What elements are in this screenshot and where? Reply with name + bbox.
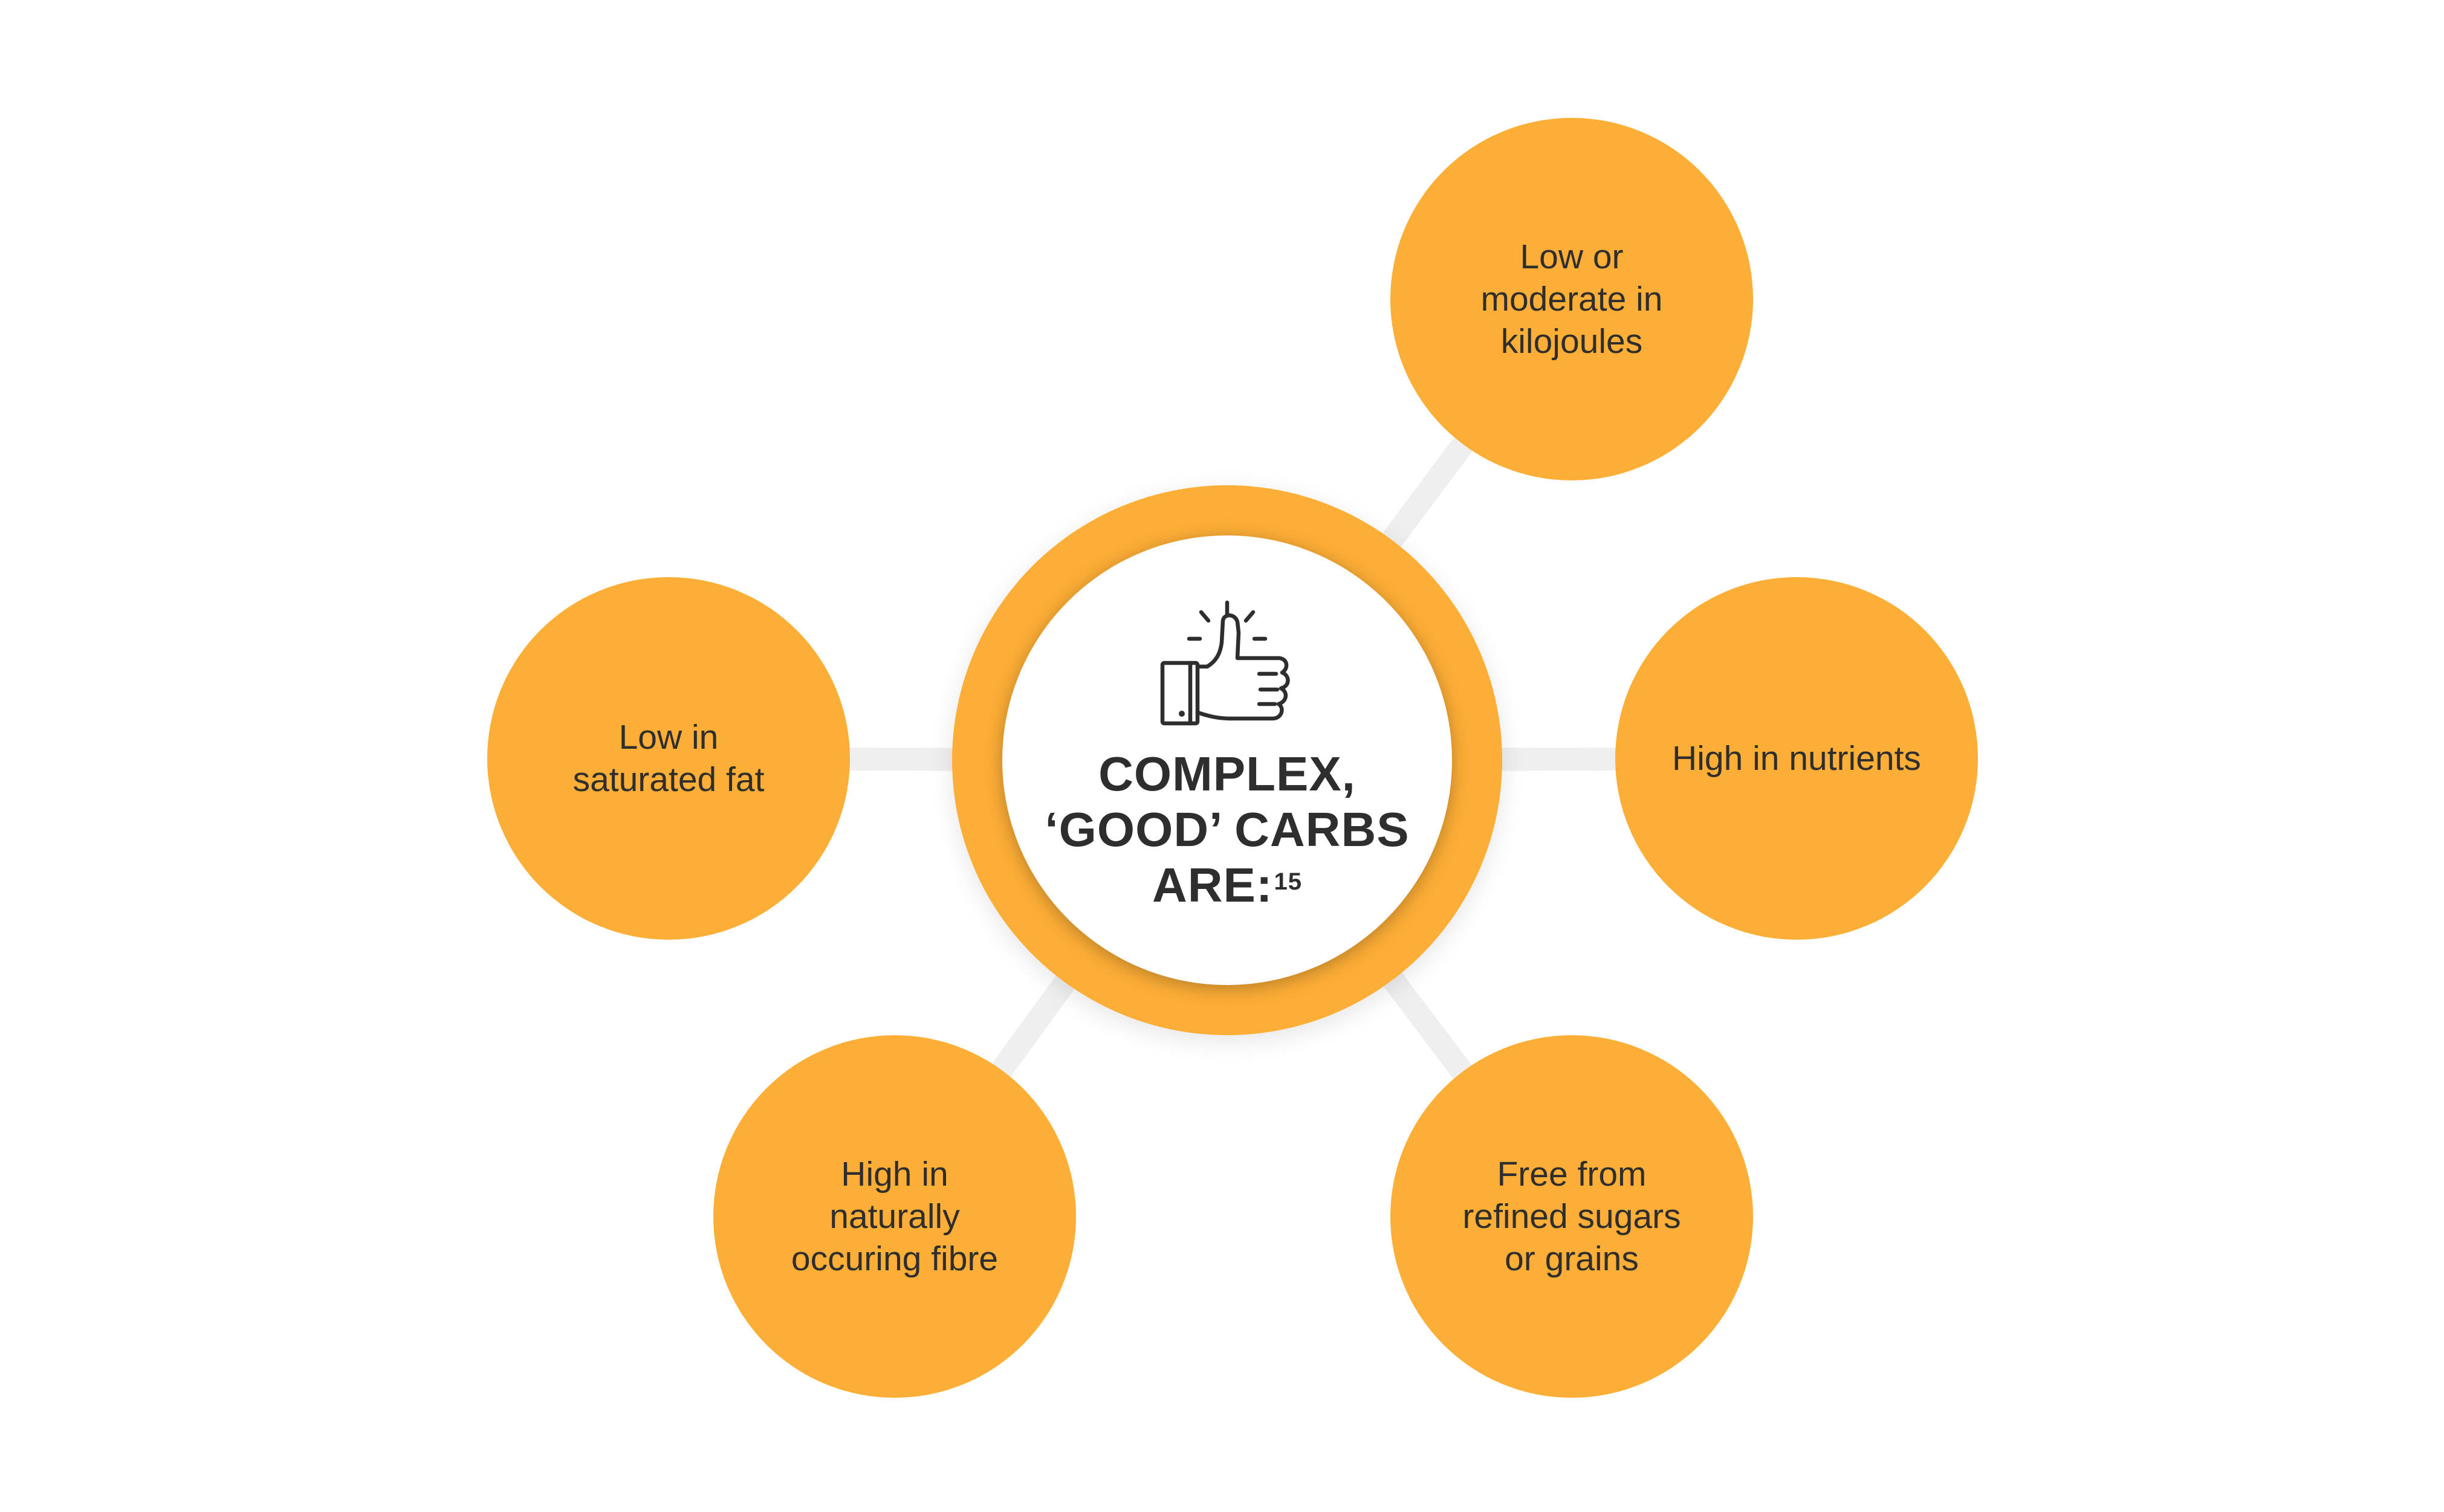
node-fibre-line-1: High in xyxy=(841,1155,948,1194)
node-refined-sugars-label: Free from refined sugars or grains xyxy=(1430,1153,1714,1280)
node-kilojoules-line-1: Low or xyxy=(1520,237,1624,276)
node-fibre-label: High in naturally occuring fibre xyxy=(753,1153,1037,1280)
node-saturated-fat-line-1: Low in xyxy=(618,718,719,757)
hub-title-line-2: ‘GOOD’ CARBS xyxy=(1045,803,1410,856)
node-fibre: High in naturally occuring fibre xyxy=(713,1035,1076,1398)
node-kilojoules-line-3: kilojoules xyxy=(1500,322,1643,361)
node-kilojoules-line-2: moderate in xyxy=(1480,280,1663,318)
node-nutrients-label: High in nutrients xyxy=(1639,737,1954,780)
node-saturated-fat-line-2: saturated fat xyxy=(572,760,765,799)
node-refined-sugars-line-1: Free from xyxy=(1497,1155,1647,1194)
node-kilojoules: Low or moderate in kilojoules xyxy=(1390,118,1753,480)
hub-title-line-1: COMPLEX, xyxy=(1098,747,1356,801)
node-saturated-fat: Low in saturated fat xyxy=(487,577,850,940)
node-nutrients: High in nutrients xyxy=(1615,577,1978,940)
node-refined-sugars-line-2: refined sugars xyxy=(1462,1197,1681,1236)
thumbs-up-icon xyxy=(1160,600,1290,726)
node-fibre-line-2: naturally xyxy=(829,1197,960,1236)
hub-title: COMPLEX, ‘GOOD’ CARBS ARE:15 xyxy=(1028,746,1427,913)
node-refined-sugars-line-3: or grains xyxy=(1505,1239,1639,1278)
node-saturated-fat-label: Low in saturated fat xyxy=(527,716,811,801)
hub-title-line-3: ARE:15 xyxy=(1028,858,1427,913)
hub-title-line-3-text: ARE: xyxy=(1152,858,1273,912)
node-nutrients-line-1: High in nutrients xyxy=(1672,739,1921,778)
node-fibre-line-3: occuring fibre xyxy=(791,1239,999,1278)
footnote-reference: 15 xyxy=(1274,868,1303,895)
node-refined-sugars: Free from refined sugars or grains xyxy=(1390,1035,1753,1398)
node-kilojoules-label: Low or moderate in kilojoules xyxy=(1430,236,1714,363)
